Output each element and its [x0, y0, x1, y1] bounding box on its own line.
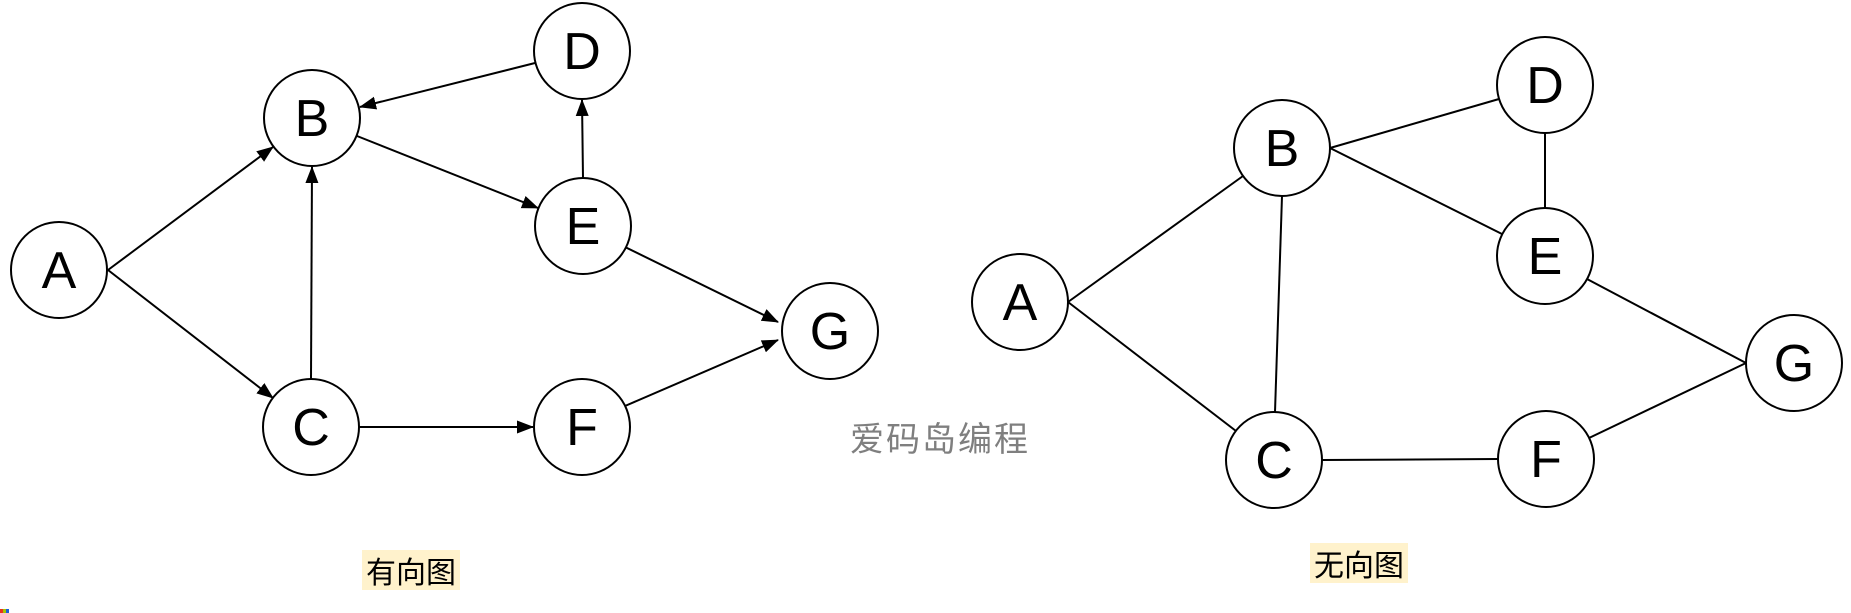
undirected-graph-node-B	[1233, 99, 1331, 197]
watermark-text: 爱码岛编程	[850, 421, 1030, 459]
corner-mark-dot	[3, 609, 6, 613]
undirected-graph-node-C	[1225, 411, 1323, 509]
directed-graph-edge-E-G	[624, 246, 779, 323]
undirected-graph-node-G	[1745, 314, 1843, 412]
directed-graph-node-label-F: F	[566, 399, 598, 457]
undirected-graph-edge-A-B	[1067, 175, 1244, 303]
undirected-graph-node-label-G: G	[1774, 335, 1814, 393]
undirected-graph-edge-B-D	[1329, 98, 1500, 149]
undirected-graph-node-E	[1496, 207, 1594, 305]
directed-graph-node-label-G: G	[810, 303, 850, 361]
directed-graph-node-B	[263, 69, 361, 167]
undirected-graph-node-D	[1496, 36, 1594, 134]
undirected-graph: A B C D E F G	[971, 36, 1843, 509]
undirected-graph-node-label-E: E	[1528, 228, 1563, 286]
undirected-graph-node-F	[1497, 410, 1595, 508]
directed-graph-node-A	[10, 221, 108, 319]
undirected-graph-node-label-B: B	[1265, 120, 1300, 178]
directed-graph: A B C D E F G	[10, 2, 879, 476]
undirected-graph-node-label-D: D	[1526, 57, 1564, 115]
undirected-graph-edge-A-C	[1067, 301, 1237, 432]
directed-graph-edge-B-E	[356, 135, 539, 209]
directed-graph-node-label-D: D	[563, 23, 601, 81]
directed-graph-title: 有向图	[362, 550, 460, 590]
directed-graph-node-label-A: A	[42, 242, 77, 300]
directed-graph-edge-A-B	[107, 146, 274, 271]
corner-color-mark	[0, 609, 9, 613]
undirected-graph-node-label-A: A	[1003, 274, 1038, 332]
undirected-graph-node-label-F: F	[1530, 431, 1562, 489]
directed-graph-edge-D-B	[359, 62, 536, 110]
undirected-graph-node-label-C: C	[1255, 432, 1293, 490]
undirected-graph-edge-B-E	[1329, 147, 1503, 235]
undirected-graph-edge-F-G	[1588, 362, 1747, 439]
corner-mark-dot	[0, 609, 3, 613]
directed-graph-edge-C-B	[305, 166, 319, 380]
corner-mark-dot	[6, 609, 9, 613]
directed-graph-node-label-E: E	[566, 198, 601, 256]
directed-graph-edge-F-G	[624, 339, 779, 407]
undirected-graph-edge-B-C	[1274, 195, 1283, 413]
undirected-graph-node-A	[971, 253, 1069, 351]
directed-graph-node-D	[533, 2, 631, 100]
directed-graph-node-label-B: B	[295, 90, 330, 148]
directed-graph-edge-A-C	[107, 269, 274, 399]
directed-graph-node-G	[781, 282, 879, 380]
undirected-graph-title: 无向图	[1310, 543, 1408, 583]
directed-graph-edge-E-D	[575, 99, 589, 179]
directed-graph-node-F	[533, 378, 631, 476]
directed-graph-node-label-C: C	[292, 399, 330, 457]
undirected-graph-edge-C-F	[1321, 458, 1499, 461]
directed-graph-node-E	[534, 177, 632, 275]
undirected-graph-edge-E-G	[1586, 278, 1747, 364]
directed-graph-node-C	[262, 378, 360, 476]
